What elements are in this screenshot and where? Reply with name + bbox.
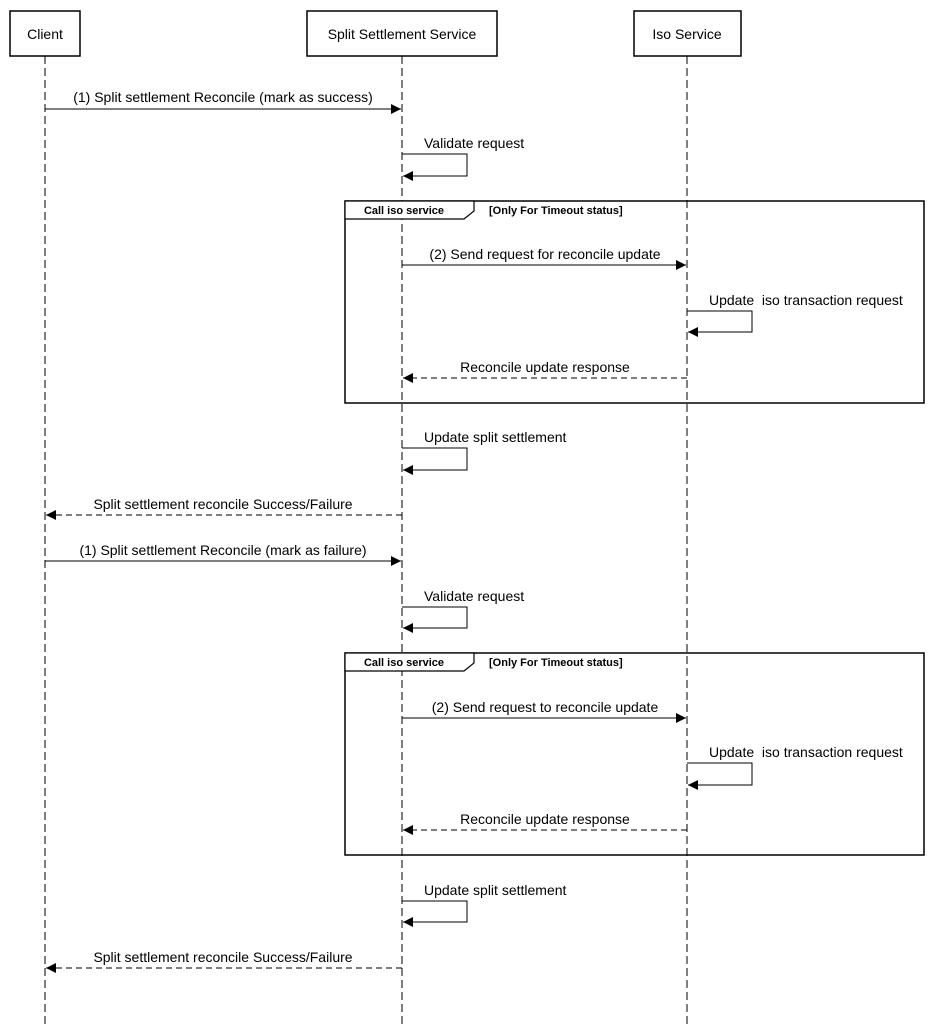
message-label: Update iso transaction request (709, 744, 903, 760)
participant-iso-service: Iso Service (633, 10, 742, 57)
message-reconcile-update-response-2: Reconcile update response (403, 811, 687, 835)
fragment-call-iso-service-2: Call iso service [Only For Timeout statu… (344, 652, 925, 856)
fragment-guard: [Only For Timeout status] (489, 205, 623, 217)
fragment-tag-shape (344, 200, 475, 220)
message-update-split-settlement-2: Update split settlement (402, 882, 567, 927)
message-reconcile-result-1: Split settlement reconcile Success/Failu… (46, 496, 402, 520)
message-label: Validate request (424, 135, 524, 151)
fragment-name: Call iso service (364, 205, 444, 217)
message-reconcile-result-2: Split settlement reconcile Success/Failu… (46, 949, 402, 973)
message-label: Split settlement reconcile Success/Failu… (93, 496, 352, 512)
message-update-iso-transaction-2: Update iso transaction request (687, 744, 903, 790)
fragment-tag-shape (344, 652, 475, 672)
message-label: (2) Send request to reconcile update (432, 699, 659, 715)
messages: (1) Split settlement Reconcile (mark as … (45, 89, 903, 973)
message-label: (1) Split settlement Reconcile (mark as … (73, 89, 373, 105)
message-update-split-settlement-1: Update split settlement (402, 429, 567, 475)
fragment-frame (344, 200, 925, 404)
message-send-reconcile-update-1: (2) Send request for reconcile update (402, 246, 686, 270)
message-label: Reconcile update response (460, 811, 630, 827)
message-label: Update split settlement (424, 429, 567, 445)
message-reconcile-update-response-1: Reconcile update response (403, 359, 687, 383)
message-reconcile-success-request: (1) Split settlement Reconcile (mark as … (45, 89, 401, 114)
message-reconcile-failure-request: (1) Split settlement Reconcile (mark as … (45, 542, 401, 566)
message-label: Reconcile update response (460, 359, 630, 375)
message-label: Split settlement reconcile Success/Failu… (93, 949, 352, 965)
participant-client: Client (9, 10, 81, 57)
fragment-frame (344, 652, 925, 856)
message-label: Validate request (424, 588, 524, 604)
participant-client-name: Client (27, 26, 63, 42)
participant-iso-service-name: Iso Service (652, 26, 721, 42)
participant-split-settlement-service-name: Split Settlement Service (328, 26, 477, 42)
fragment-call-iso-service-1: Call iso service [Only For Timeout statu… (344, 200, 925, 404)
message-update-iso-transaction-1: Update iso transaction request (687, 292, 903, 337)
participant-split-settlement-service: Split Settlement Service (306, 10, 498, 57)
message-label: Update iso transaction request (709, 292, 903, 308)
message-label: (2) Send request for reconcile update (429, 246, 660, 262)
message-validate-request-2: Validate request (402, 588, 524, 633)
message-label: (1) Split settlement Reconcile (mark as … (79, 542, 366, 558)
message-label: Update split settlement (424, 882, 567, 898)
message-send-reconcile-update-2: (2) Send request to reconcile update (402, 699, 686, 723)
fragment-name: Call iso service (364, 657, 444, 669)
fragment-guard: [Only For Timeout status] (489, 657, 623, 669)
message-validate-request-1: Validate request (402, 135, 524, 181)
